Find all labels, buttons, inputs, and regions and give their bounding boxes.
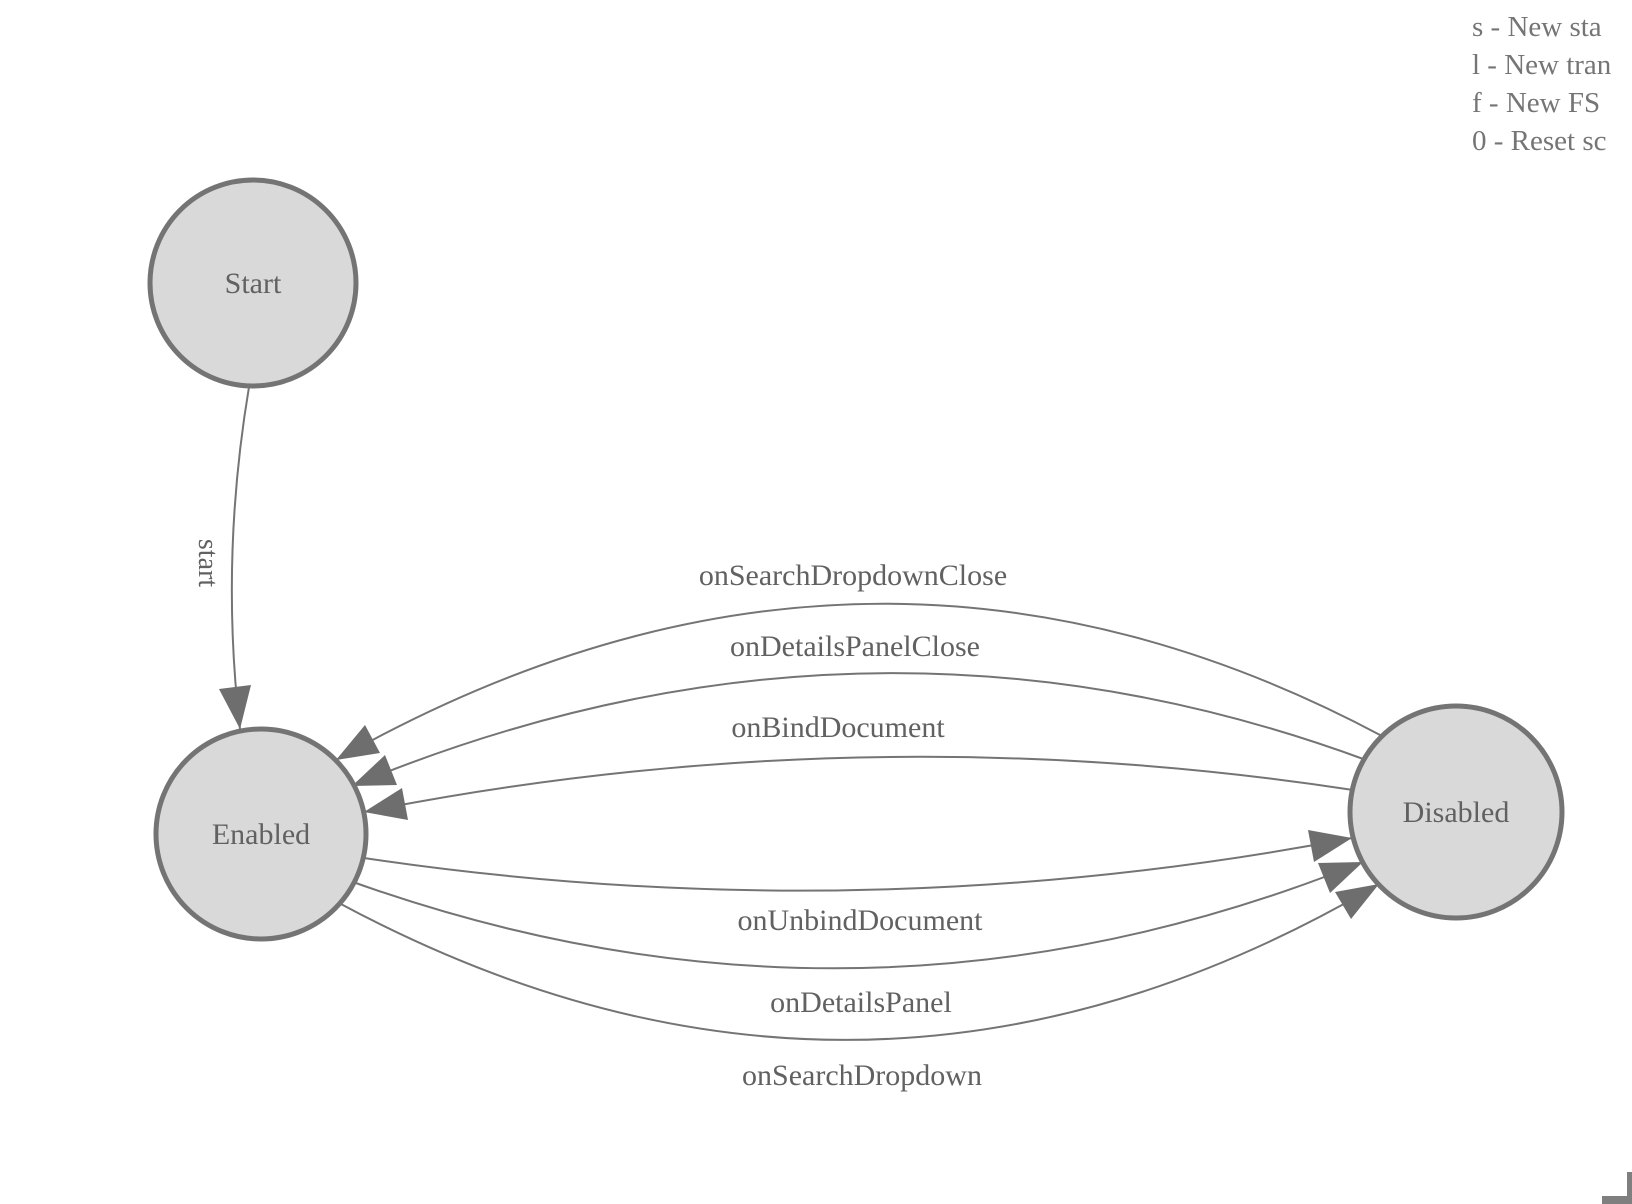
edge-onsearchdropdownclose[interactable]: onSearchDropdownClose [335,559,1383,761]
edge-label-onbinddocument: onBindDocument [731,711,945,744]
edge-onbinddocument[interactable]: onBindDocument [363,711,1354,820]
legend-line-reset-scale: 0 - Reset sc [1472,125,1607,157]
corner-vertical-bar [1627,1172,1632,1204]
edge-label-start: start [192,539,223,587]
edge-onsearchdropdown-path[interactable] [338,883,1380,1041]
edge-onsearchdropdown[interactable]: onSearchDropdown [338,883,1380,1092]
edge-ondetailspanelclose[interactable]: onDetailsPanelClose [351,630,1367,787]
state-label-enabled: Enabled [212,818,310,851]
state-circle-disabled[interactable] [1347,703,1565,921]
edge-label-onunbinddocument: onUnbindDocument [738,904,984,937]
state-label-disabled: Disabled [1403,796,1510,829]
edge-start-path[interactable] [230,386,250,730]
corner-horizontal-bar [1602,1196,1632,1204]
edge-onunbinddocument[interactable]: onUnbindDocument [363,830,1353,937]
legend-line-new-transition: l - New tran [1472,49,1612,81]
arrowhead-icon [1308,830,1352,862]
state-circle-enabled[interactable] [153,726,369,942]
shortcut-legend: s - New sta l - New tran f - New FS 0 - … [1472,8,1611,160]
edge-label-ondetailspanelclose: onDetailsPanelClose [730,630,980,663]
state-node-enabled[interactable]: Enabled [153,726,369,942]
edge-ondetailspanel[interactable]: onDetailsPanel [352,861,1364,1019]
edge-ondetailspanel-path[interactable] [352,861,1364,970]
edge-label-onsearchdropdown: onSearchDropdown [742,1059,982,1092]
state-node-start[interactable]: Start [147,177,359,389]
edge-label-ondetailspanel: onDetailsPanel [770,986,952,1019]
offscreen-corner-shape [1602,1172,1632,1204]
arrowhead-icon [1318,862,1363,893]
edge-label-onsearchdropdownclose: onSearchDropdownClose [699,559,1007,592]
edge-onsearchdropdownclose-path[interactable] [335,602,1383,761]
arrowhead-icon [364,788,408,820]
edge-start[interactable]: start [192,386,251,730]
state-node-disabled[interactable]: Disabled [1347,703,1565,921]
arrowhead-icon [1335,884,1379,919]
state-label-start: Start [225,267,282,300]
edge-onunbinddocument-path[interactable] [363,837,1353,892]
state-circle-start[interactable] [147,177,359,389]
arrowhead-icon [219,685,251,729]
edge-ondetailspanelclose-path[interactable] [351,672,1367,787]
legend-line-new-fsm: f - New FS [1472,87,1601,119]
edge-onbinddocument-path[interactable] [363,755,1354,813]
legend-line-new-state: s - New sta [1472,11,1602,43]
arrowhead-icon [352,755,397,786]
arrowhead-icon [336,725,380,760]
